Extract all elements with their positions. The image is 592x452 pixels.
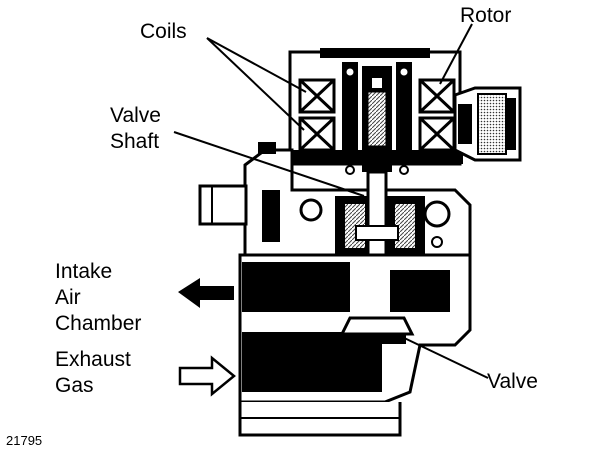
valve-head <box>339 316 415 336</box>
rotor-label: Rotor <box>460 4 511 27</box>
valve-shaft-label-line1: Valve <box>110 104 161 127</box>
exhaust-flow-arrow-icon <box>178 355 236 397</box>
leader-lines <box>173 23 489 379</box>
intake-label-line1: Intake <box>55 260 112 283</box>
exhaust-label-line1: Exhaust <box>55 348 131 371</box>
intake-flow-arrow-icon <box>178 278 234 308</box>
pipe-stub <box>198 184 248 226</box>
intake-label-line2: Air <box>55 286 81 309</box>
rotor <box>342 62 412 175</box>
valve-shaft-label-line2: Shaft <box>110 130 159 153</box>
coils-label: Coils <box>140 20 187 43</box>
electrical-connector <box>453 86 522 162</box>
valve-shaft <box>335 170 425 334</box>
figure-number: 21795 <box>6 433 42 448</box>
intake-label-line3: Chamber <box>55 312 141 335</box>
valve-body-lower <box>238 253 472 437</box>
exhaust-label-line2: Gas <box>55 374 94 397</box>
valve-label: Valve <box>487 370 538 393</box>
